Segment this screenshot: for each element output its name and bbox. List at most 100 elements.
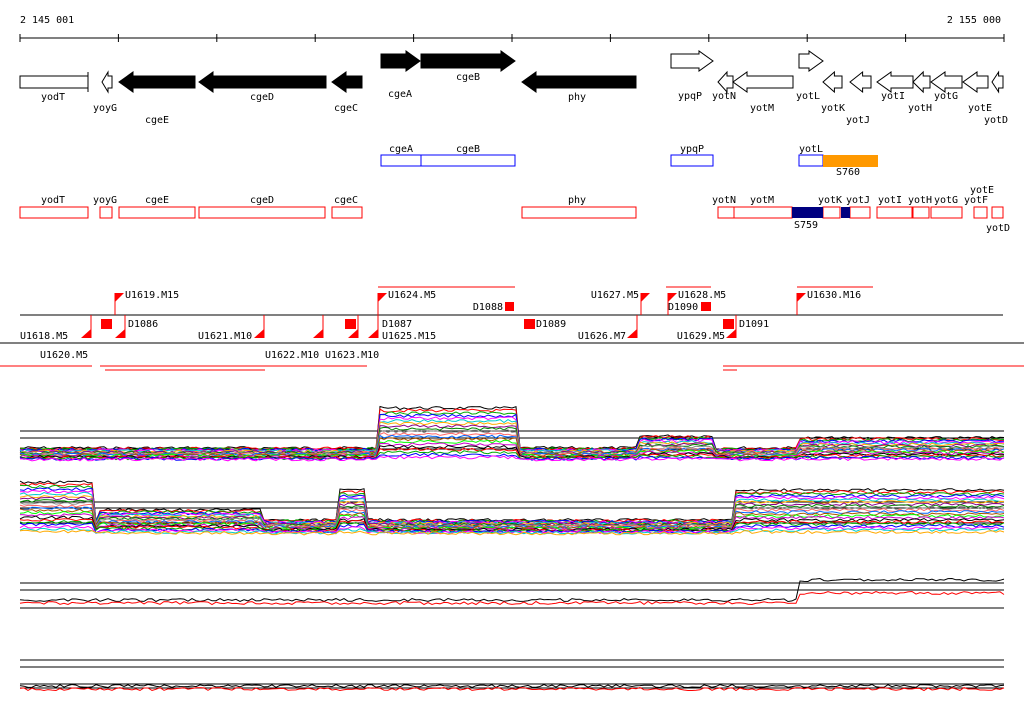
gene-arrow[interactable]	[930, 71, 963, 93]
reg-label: U1618.M5	[20, 331, 68, 342]
reg-marker[interactable]	[701, 302, 711, 311]
reg-marker[interactable]	[505, 302, 514, 311]
expression-line	[19, 447, 1005, 460]
gene-label: yodT	[41, 92, 65, 103]
gene-label: phy	[568, 92, 586, 103]
transcript-label: yotF	[964, 195, 988, 206]
expression-line	[19, 577, 1005, 603]
gene-arrow[interactable]	[198, 71, 327, 93]
transcript-box[interactable]	[876, 206, 913, 219]
gene-arrow[interactable]	[732, 71, 794, 93]
gene-arrow[interactable]	[521, 71, 637, 93]
gene-arrow[interactable]	[822, 70, 843, 94]
gene-arrow[interactable]	[962, 71, 989, 93]
gene-arrow[interactable]	[101, 70, 113, 94]
reg-flag[interactable]	[641, 293, 650, 302]
reg-flag[interactable]	[627, 329, 637, 338]
reg-label: U1624.M5	[388, 290, 436, 301]
transcript-box[interactable]	[973, 206, 988, 219]
reg-flag[interactable]	[797, 293, 806, 302]
transcript-box[interactable]	[733, 206, 793, 219]
reg-flag[interactable]	[368, 329, 378, 338]
transcript-box[interactable]	[19, 206, 89, 219]
navy-segment[interactable]	[841, 207, 850, 218]
transcript-label: yotN	[712, 195, 736, 206]
gene-arrow[interactable]	[717, 70, 734, 94]
reg-flag[interactable]	[81, 329, 91, 338]
transcript-label: yodT	[41, 195, 65, 206]
gene-track	[19, 50, 1004, 94]
gene-arrow[interactable]	[991, 70, 1004, 94]
gene-arrow[interactable]	[380, 50, 421, 72]
reg-flag[interactable]	[378, 293, 387, 302]
transcript-box[interactable]	[822, 206, 841, 219]
operon-box[interactable]	[670, 154, 714, 167]
transcript-box[interactable]	[849, 206, 871, 219]
operon-box[interactable]	[380, 154, 422, 167]
gene-arrow[interactable]	[331, 71, 363, 93]
transcript-box[interactable]	[331, 206, 363, 219]
reg-label: D1090	[668, 302, 698, 313]
gene-label: yotN	[712, 91, 736, 102]
expression-line	[19, 489, 1005, 525]
operon-label: yotL	[799, 144, 823, 155]
gene-arrow[interactable]	[912, 70, 931, 94]
reg-flag[interactable]	[115, 293, 124, 302]
gene-arrow[interactable]	[118, 71, 196, 93]
reg-marker[interactable]	[524, 319, 535, 329]
reg-marker[interactable]	[723, 319, 734, 329]
gene-arrow[interactable]	[798, 50, 824, 72]
gene-arrow[interactable]	[876, 71, 914, 93]
reg-flag[interactable]	[726, 329, 736, 338]
gene-label: cgeB	[456, 72, 480, 83]
gene-arrow[interactable]	[420, 50, 516, 72]
expression-line	[19, 432, 1005, 457]
reg-flag[interactable]	[348, 329, 358, 338]
transcript-box[interactable]	[99, 206, 113, 219]
reg-flag[interactable]	[668, 293, 677, 302]
transcript-track	[19, 206, 1004, 219]
expression-line	[19, 437, 1005, 458]
expression-line	[19, 424, 1005, 455]
transcript-box[interactable]	[521, 206, 637, 219]
transcript-box[interactable]	[930, 206, 963, 219]
expression-line	[19, 524, 1005, 535]
gene-label: cgeD	[250, 92, 274, 103]
gene-label: yotL	[796, 91, 820, 102]
operon-track	[380, 154, 878, 167]
expression-line	[19, 686, 1005, 692]
transcript-box[interactable]	[717, 206, 735, 219]
reg-label: U1620.M5	[40, 350, 88, 361]
transcript-box[interactable]	[912, 206, 930, 219]
transcript-box[interactable]	[118, 206, 196, 219]
transcript-box[interactable]	[198, 206, 326, 219]
segment-label: S760	[836, 167, 860, 178]
gene-arrow[interactable]	[849, 70, 872, 94]
ruler: 2 145 001 2 155 000	[19, 15, 1005, 42]
gene-label: cgeC	[334, 103, 358, 114]
gene-label: cgeE	[145, 115, 169, 126]
transcript-label: yotG	[934, 195, 958, 206]
transcript-box[interactable]	[991, 206, 1004, 219]
reg-label: U1622.M10	[265, 350, 319, 361]
reg-marker[interactable]	[101, 319, 112, 329]
reg-flag[interactable]	[254, 329, 264, 338]
operon-box[interactable]	[798, 154, 824, 167]
reg-label: D1086	[128, 319, 158, 330]
gene-arrow[interactable]	[670, 50, 714, 72]
sigma-segment[interactable]	[823, 155, 878, 167]
reg-marker[interactable]	[345, 319, 356, 329]
transcript-label: cgeC	[334, 195, 358, 206]
ruler-start-label: 2 145 001	[20, 15, 74, 26]
operon-label: cgeA	[389, 144, 413, 155]
expression-line	[19, 491, 1004, 526]
reg-flag[interactable]	[115, 329, 125, 338]
operon-box[interactable]	[420, 154, 516, 167]
expression-line	[19, 501, 1005, 528]
transcript-label: yotD	[986, 223, 1010, 234]
gene-arrow[interactable]	[19, 75, 89, 89]
navy-segment[interactable]	[792, 207, 823, 218]
reg-flag[interactable]	[313, 329, 323, 338]
transcript-label: cgeE	[145, 195, 169, 206]
